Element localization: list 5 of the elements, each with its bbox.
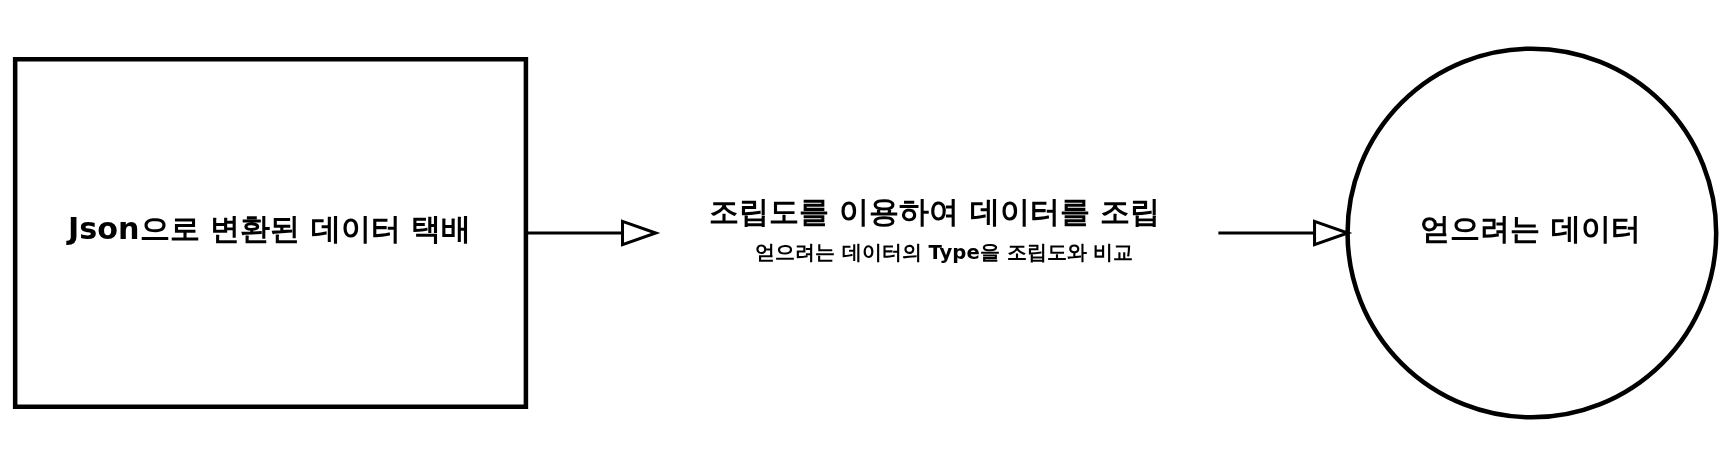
arrow xyxy=(1218,218,1353,247)
node-text: 조립도를 이용하여 데이터를 조립 얻으려는 데이터의 Type을 조립도와 비교 xyxy=(708,193,1161,264)
arrow xyxy=(526,218,661,247)
node-circle: 얻으려는 데이터 xyxy=(1345,45,1719,420)
node-box: Json으로 변환된 데이터 택배 xyxy=(12,56,529,409)
